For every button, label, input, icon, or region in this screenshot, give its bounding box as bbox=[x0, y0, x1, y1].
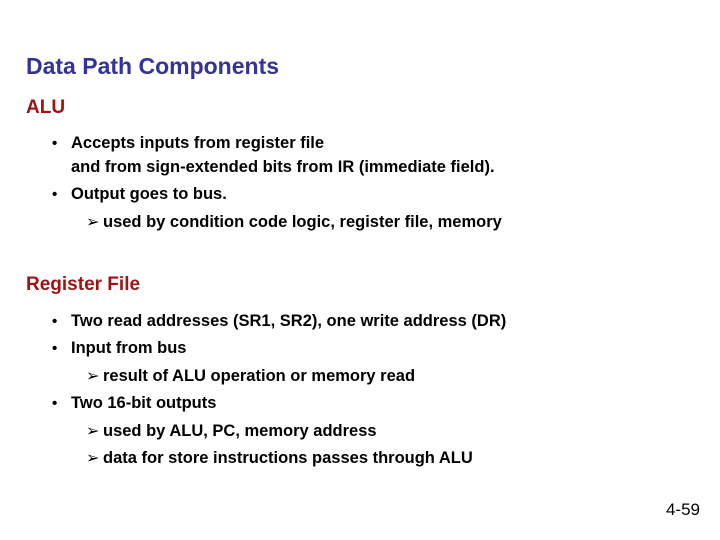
list-item-text: Two 16-bit outputs bbox=[71, 394, 217, 412]
sub-list-item: ➢data for store instructions passes thro… bbox=[86, 448, 473, 468]
sub-list-item-text: used by condition code logic, register f… bbox=[103, 213, 502, 231]
list-item: • Output goes to bus. bbox=[52, 185, 227, 204]
bullet-dot-icon: • bbox=[52, 313, 58, 330]
section-heading-alu: ALU bbox=[26, 97, 66, 118]
list-item: • Input from bus bbox=[52, 339, 186, 358]
bullet-dot-icon: • bbox=[52, 340, 58, 357]
list-item-text: Output goes to bus. bbox=[71, 185, 227, 203]
list-item-text: and from sign-extended bits from IR (imm… bbox=[71, 158, 495, 176]
sub-list-item: ➢used by condition code logic, register … bbox=[86, 212, 502, 232]
list-item-text: Input from bus bbox=[71, 339, 187, 357]
list-item-continuation: and from sign-extended bits from IR (imm… bbox=[71, 158, 495, 177]
list-item: • Accepts inputs from register file bbox=[52, 134, 324, 153]
sub-list-item: ➢used by ALU, PC, memory address bbox=[86, 421, 377, 441]
bullet-arrow-icon: ➢ bbox=[86, 450, 100, 467]
bullet-arrow-icon: ➢ bbox=[86, 423, 100, 440]
sub-list-item-text: data for store instructions passes throu… bbox=[103, 449, 473, 467]
list-item: • Two read addresses (SR1, SR2), one writ… bbox=[52, 312, 506, 331]
bullet-arrow-icon: ➢ bbox=[86, 368, 100, 385]
sub-list-item-text: result of ALU operation or memory read bbox=[103, 367, 416, 385]
sub-list-item: ➢result of ALU operation or memory read bbox=[86, 366, 415, 386]
bullet-arrow-icon: ➢ bbox=[86, 214, 100, 231]
list-item-text: Two read addresses (SR1, SR2), one write… bbox=[71, 312, 507, 330]
sub-list-item-text: used by ALU, PC, memory address bbox=[103, 422, 377, 440]
list-item-text: Accepts inputs from register file bbox=[71, 134, 325, 152]
page-number: 4-59 bbox=[665, 500, 700, 519]
bullet-dot-icon: • bbox=[52, 186, 58, 203]
list-item: • Two 16-bit outputs bbox=[52, 394, 216, 413]
bullet-dot-icon: • bbox=[52, 135, 58, 152]
section-heading-register-file: Register File bbox=[26, 274, 141, 295]
bullet-dot-icon: • bbox=[52, 395, 58, 412]
page-title: Data Path Components bbox=[26, 53, 280, 79]
